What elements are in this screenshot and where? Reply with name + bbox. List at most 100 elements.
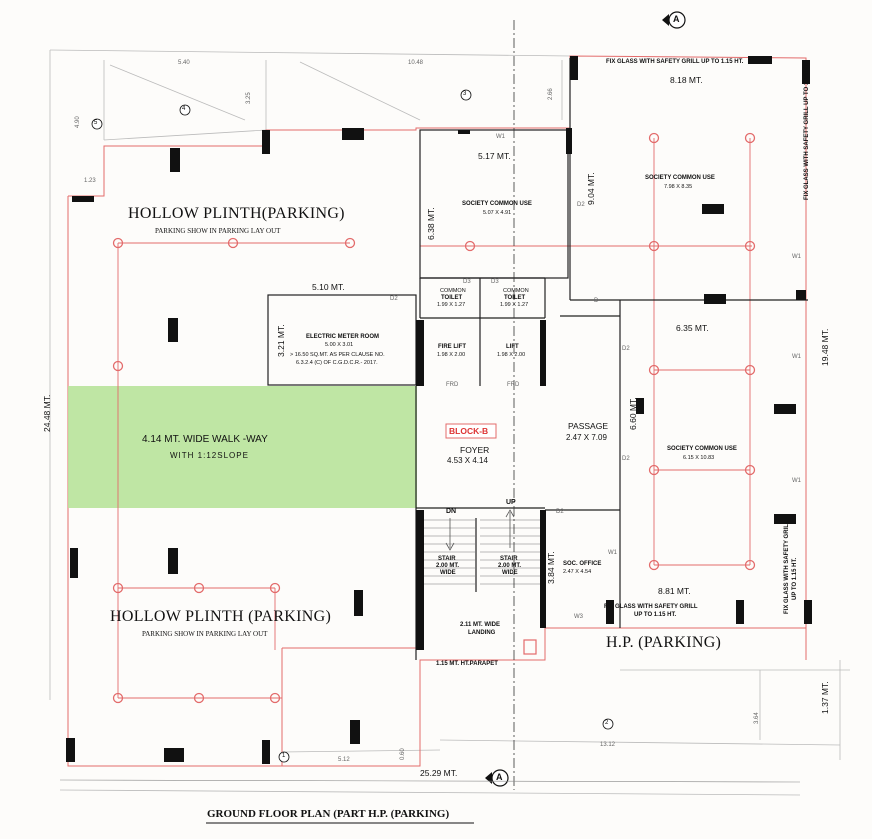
dim-123: 1.23 <box>84 178 96 184</box>
electric-room-note1: > 16.50 SQ.MT. AS PER CLAUSE NO. <box>290 352 385 358</box>
fix-glass-bottom-note1: FIX GLASS WITH SAFETY GRILL <box>604 604 698 610</box>
dim-540: 5.40 <box>178 60 190 66</box>
total-width-line <box>59 779 801 783</box>
toilet1-name1: COMMON <box>440 288 466 294</box>
dim-1048: 10.48 <box>408 60 424 66</box>
toilet1-name2: TOILET <box>441 295 463 301</box>
parking-bottom-note: PARKING SHOW IN PARKING LAY OUT <box>142 630 268 638</box>
red-marker <box>523 639 537 655</box>
tag-w3: W3 <box>574 614 583 620</box>
fire-lift-name: FIRE LIFT <box>438 344 466 350</box>
dim-512: 5.12 <box>338 757 350 763</box>
dim-490: 4.90 <box>75 116 81 128</box>
structural-columns <box>66 56 812 764</box>
dim-1312: 13.12 <box>600 742 616 748</box>
dim-right-depth: 19.48 MT. <box>820 328 830 366</box>
tag-w1-a: W1 <box>496 134 505 140</box>
tag-w1-d: W1 <box>792 478 801 484</box>
stair2-l2: 2.00 MT. <box>498 563 522 569</box>
electric-room-note2: 6.3.2.4 (C) OF C.G.D.C.R.- 2017. <box>296 360 378 366</box>
grid-c5: 5 <box>94 120 98 126</box>
society-right-name: SOCIETY COMMON USE <box>667 446 737 452</box>
passage-name: PASSAGE <box>568 421 608 431</box>
stair1-l1: STAIR <box>438 556 456 562</box>
dim-660: 6.60 MT. <box>628 397 638 430</box>
lift-size: 1.98 X 2.00 <box>497 352 526 358</box>
society-top-right-size: 7.98 X 8.35 <box>664 184 693 190</box>
hp-parking-label: H.P. (PARKING) <box>606 634 722 651</box>
up-label: UP <box>506 499 516 506</box>
column-grid <box>117 138 752 699</box>
fix-glass-right-bot-note2: UP TO 1.15 HT. <box>792 557 798 600</box>
grid-bubbles <box>91 89 614 763</box>
toilet2-size: 1.99 X 1.27 <box>500 302 529 308</box>
drawing-title: GROUND FLOOR PLAN (PART H.P. (PARKING) <box>207 808 450 820</box>
toilet2-name1: COMMON <box>503 288 529 294</box>
dim-384: 3.84 MT. <box>546 551 556 584</box>
tag-w1-b: W1 <box>792 254 801 260</box>
dn-label: DN <box>446 508 457 515</box>
tag-frd-a: FRD <box>446 382 459 388</box>
tag-d3-b: D3 <box>491 279 499 285</box>
society-right-size: 6.15 X 10.83 <box>683 455 715 461</box>
tag-d2-d: D2 <box>622 456 630 462</box>
parking-top-note: PARKING SHOW IN PARKING LAY OUT <box>155 227 281 235</box>
section-marker-top <box>662 11 686 29</box>
dim-517: 5.17 MT. <box>478 151 511 161</box>
dim-635: 6.35 MT. <box>676 323 709 333</box>
block-tag-box <box>445 423 497 439</box>
block-tag: BLOCK-B <box>449 426 489 436</box>
fire-lift-size: 1.98 X 2.00 <box>437 352 466 358</box>
parking-top-title: HOLLOW PLINTH(PARKING) <box>128 205 345 222</box>
grid-c4: 4 <box>182 106 186 112</box>
dim-total-width: 25.29 MT. <box>420 768 458 778</box>
dim-881: 8.81 MT. <box>658 586 691 596</box>
foyer-size: 4.53 X 4.14 <box>447 456 488 465</box>
tag-frd-b: FRD <box>507 382 520 388</box>
landing-l2: LANDING <box>468 630 496 636</box>
fix-glass-right-top-note: FIX GLASS WITH SAFETY GRILL UP TO 1.15 H… <box>804 62 810 200</box>
lift-name: LIFT <box>506 344 519 350</box>
stair-treads <box>420 519 540 585</box>
landing-l1: 2.11 MT. WIDE <box>460 622 501 628</box>
dim-904: 9.04 MT. <box>586 172 596 205</box>
dim-total-depth: 24.48 MT. <box>42 394 52 432</box>
stair-arrows <box>445 509 515 551</box>
plot-boundary-lines <box>49 49 850 796</box>
society-top-mid-size: 5.07 X 4.91 <box>483 210 512 216</box>
tag-d2-b: D2 <box>390 296 398 302</box>
tag-d: D <box>594 298 599 304</box>
dim-510: 5.10 MT. <box>312 282 345 292</box>
walkway-note: WITH 1:12SLOPE <box>170 451 249 460</box>
grid-c2: 2 <box>605 720 609 726</box>
stair1-l3: WIDE <box>440 570 456 576</box>
stair1-l2: 2.00 MT. <box>436 563 460 569</box>
section-marker-bottom-label: A <box>496 772 503 782</box>
walkway-area <box>68 386 417 508</box>
tag-d2-e: D2 <box>556 509 564 515</box>
passage-size: 2.47 X 7.09 <box>566 433 607 442</box>
soc-office-size: 2.47 X 4.54 <box>563 569 592 575</box>
fix-glass-right-bot-note1: FIX GLASS WITH SAFETY GRILL <box>784 520 790 614</box>
dim-right-offset: 1.37 MT. <box>820 681 830 714</box>
foyer-name: FOYER <box>460 445 490 455</box>
stair2-l3: WIDE <box>502 570 518 576</box>
tag-d3-a: D3 <box>463 279 471 285</box>
dim-325: 3.25 <box>246 92 252 104</box>
section-marker-top-label: A <box>673 14 680 24</box>
electric-room-name: ELECTRIC METER ROOM <box>306 334 379 340</box>
dim-818: 8.18 MT. <box>670 75 703 85</box>
dim-321: 3.21 MT. <box>276 324 286 357</box>
parking-bottom-title: HOLLOW PLINTH (PARKING) <box>110 608 332 625</box>
fix-glass-bottom-note2: UP TO 1.15 HT. <box>634 612 677 618</box>
toilet2-name2: TOILET <box>504 295 526 301</box>
dim-638: 6.38 MT. <box>426 207 436 240</box>
fix-glass-top-note: FIX GLASS WITH SAFETY GRILL UP TO 1.15 H… <box>606 59 744 65</box>
society-top-mid-name: SOCIETY COMMON USE <box>462 201 532 207</box>
soc-office-name: SOC. OFFICE <box>563 561 602 567</box>
tag-w1-e: W1 <box>608 550 617 556</box>
society-top-right-name: SOCIETY COMMON USE <box>645 175 715 181</box>
dim-060: 0.60 <box>400 748 406 760</box>
tag-d2-a: D2 <box>577 202 585 208</box>
